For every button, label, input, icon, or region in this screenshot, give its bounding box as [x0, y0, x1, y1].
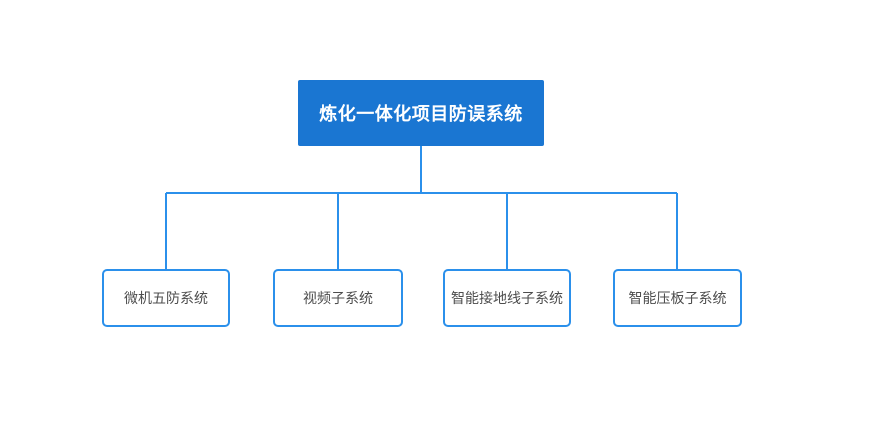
node-child-pressplate[interactable]: 智能压板子系统	[613, 269, 742, 327]
node-root-label: 炼化一体化项目防误系统	[319, 104, 523, 124]
node-child-video[interactable]: 视频子系统	[273, 269, 403, 327]
node-child-label: 视频子系统	[303, 290, 373, 306]
node-child-label: 智能压板子系统	[628, 290, 727, 306]
node-root[interactable]: 炼化一体化项目防误系统	[298, 80, 544, 146]
node-child-wujifang[interactable]: 微机五防系统	[102, 269, 230, 327]
node-child-label: 智能接地线子系统	[451, 290, 563, 306]
node-child-label: 微机五防系统	[124, 290, 208, 306]
node-child-grounding[interactable]: 智能接地线子系统	[443, 269, 571, 327]
